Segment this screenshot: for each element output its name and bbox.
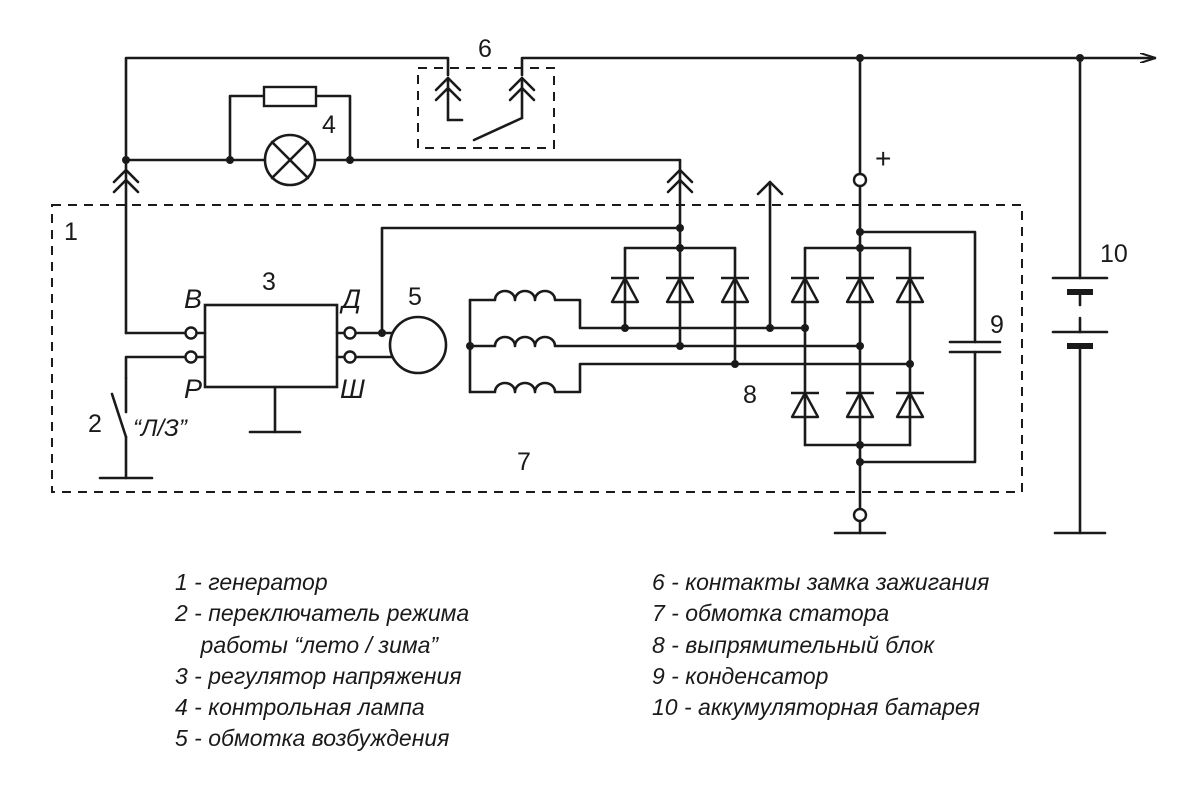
junction-dot xyxy=(676,224,684,232)
control-lamp xyxy=(263,133,317,187)
regulator-ground xyxy=(248,385,302,434)
label-8: 8 xyxy=(743,381,757,409)
junction-dot xyxy=(378,329,386,337)
label-1: 1 xyxy=(64,218,78,246)
junction-dot xyxy=(676,342,684,350)
terminal-p xyxy=(184,350,198,364)
wire-lamp-branch xyxy=(124,94,682,172)
label-terminal-sh: Ш xyxy=(340,374,365,404)
field-winding xyxy=(388,315,448,375)
label-4: 4 xyxy=(322,111,336,139)
legend-item: 4 - контрольная лампа xyxy=(175,694,425,721)
generator-ground xyxy=(833,519,887,535)
wire-top-bus xyxy=(124,58,1157,162)
junction-dot xyxy=(226,156,234,164)
label-6: 6 xyxy=(478,35,492,63)
rectifier-block xyxy=(623,56,912,512)
label-7: 7 xyxy=(517,448,531,476)
battery xyxy=(1051,56,1109,535)
label-5: 5 xyxy=(408,283,422,311)
legend-item: работы “лето / зима” xyxy=(175,631,439,658)
legend-item: 1 - генератор xyxy=(175,569,328,595)
legend-item: 9 - конденсатор xyxy=(652,662,829,689)
label-10: 10 xyxy=(1100,240,1128,268)
junction-dot xyxy=(766,324,774,332)
terminal-ground xyxy=(852,507,868,523)
label-terminal-b: В xyxy=(184,284,202,314)
junction-dot xyxy=(466,342,474,350)
legend-item: 5 - обмотка возбуждения xyxy=(175,725,450,752)
legend-item: 6 - контакты замка зажигания xyxy=(652,569,990,595)
label-plus: + xyxy=(875,143,891,174)
mode-switch xyxy=(98,376,154,480)
junction-dot xyxy=(801,324,809,332)
label-2: 2 xyxy=(88,410,102,438)
stator-winding xyxy=(468,289,912,394)
legend-item: 7 - обмотка статора xyxy=(652,600,890,627)
terminal-d xyxy=(343,326,357,340)
label-3: 3 xyxy=(262,268,276,296)
junction-dot xyxy=(731,360,739,368)
legend-item: 10 - аккумуляторная батарея xyxy=(652,694,980,721)
label-terminal-d: Д xyxy=(339,284,361,314)
terminal-b xyxy=(184,326,198,340)
legend-item: 2 - переключатель режима xyxy=(175,600,470,627)
resistor xyxy=(262,85,318,108)
voltage-regulator xyxy=(203,303,339,389)
label-9: 9 xyxy=(990,311,1004,339)
capacitor xyxy=(858,230,1002,464)
connector-b xyxy=(112,158,140,335)
junction-dot xyxy=(906,360,914,368)
ignition-switch-boundary xyxy=(417,67,555,149)
legend-left: 1 - генератор 2 - переключатель режима р… xyxy=(175,567,469,755)
terminal-sh xyxy=(343,350,357,364)
legend-right: 6 - контакты замка зажигания 7 - обмотка… xyxy=(652,567,989,723)
label-switch-mode: “Л/З” xyxy=(133,415,188,442)
junction-dot xyxy=(856,54,864,62)
junction-dot xyxy=(621,324,629,332)
label-terminal-p: Р xyxy=(184,374,202,404)
junction-dot xyxy=(856,441,864,449)
terminal-plus xyxy=(852,172,868,188)
legend-item: 8 - выпрямительный блок xyxy=(652,631,935,658)
generator-boundary xyxy=(51,204,1023,493)
junction-dot xyxy=(676,244,684,252)
legend-item: 3 - регулятор напряжения xyxy=(175,662,462,689)
ignition-switch-contacts xyxy=(434,76,536,142)
connector-d xyxy=(666,168,694,230)
junction-dot xyxy=(346,156,354,164)
junction-dot xyxy=(856,342,864,350)
junction-dot xyxy=(856,244,864,252)
